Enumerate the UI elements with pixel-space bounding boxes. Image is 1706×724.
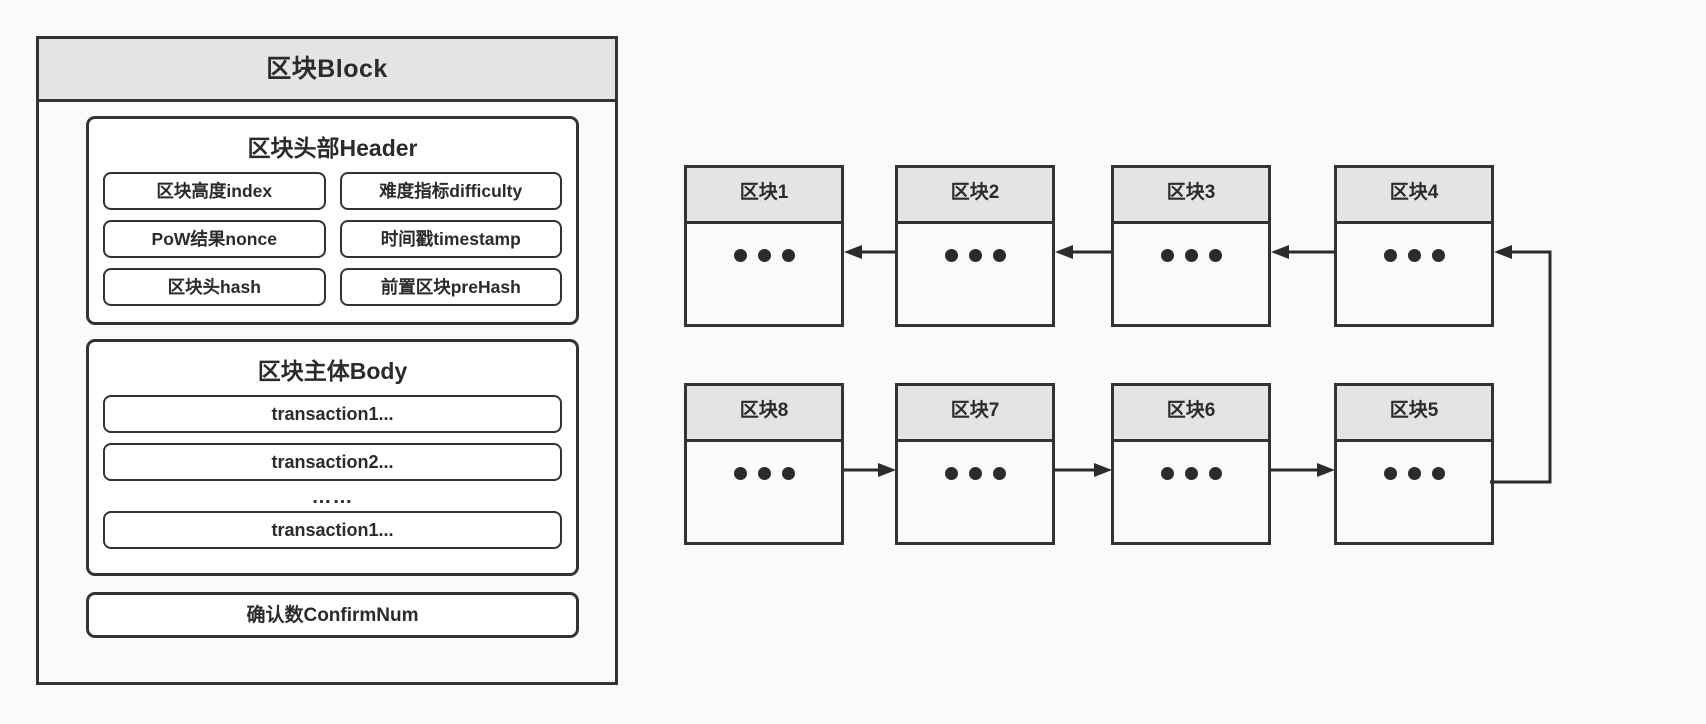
chain-block-8: 区块8 [684, 383, 844, 545]
block-header-group: 区块头部Header 区块高度index 难度指标difficulty PoW结… [86, 116, 579, 325]
chain-block-6-body [1114, 442, 1268, 545]
chain-block-4-body [1337, 224, 1491, 327]
chain-block-2-label: 区块2 [898, 168, 1052, 224]
field-index: 区块高度index [103, 172, 326, 210]
chain-block-3-label: 区块3 [1114, 168, 1268, 224]
chain-block-3-body [1114, 224, 1268, 327]
blockchain-chain-panel: 区块1 区块2 区块3 区块4 区块8 [680, 130, 1690, 550]
chain-block-6-label: 区块6 [1114, 386, 1268, 442]
header-field-row: 区块高度index 难度指标difficulty [103, 172, 562, 210]
chain-block-1-label: 区块1 [687, 168, 841, 224]
ellipsis-dots-icon [733, 249, 795, 262]
chain-arrow-4-to-3 [1271, 242, 1335, 264]
ellipsis-dots-icon [944, 467, 1006, 480]
block-panel-title: 区块Block [39, 39, 615, 102]
ellipsis-dots-icon [944, 249, 1006, 262]
chain-wrap-connector-5-to-4 [1490, 230, 1610, 505]
chain-block-2-body [898, 224, 1052, 327]
confirm-num-box: 确认数ConfirmNum [86, 592, 579, 638]
chain-arrow-3-to-2 [1055, 242, 1112, 264]
chain-block-7-body [898, 442, 1052, 545]
chain-block-2: 区块2 [895, 165, 1055, 327]
header-field-row: PoW结果nonce 时间戳timestamp [103, 220, 562, 258]
ellipsis-dots-icon [1160, 467, 1222, 480]
block-body-title: 区块主体Body [257, 358, 408, 384]
transaction-item: transaction2... [103, 443, 562, 481]
chain-block-4-label: 区块4 [1337, 168, 1491, 224]
block-structure-panel: 区块Block 区块头部Header 区块高度index 难度指标difficu… [36, 36, 618, 685]
chain-arrow-7-to-6 [1055, 460, 1112, 482]
block-header-title: 区块头部Header [247, 135, 418, 161]
transaction-item-last: transaction1... [103, 511, 562, 549]
block-body-group: 区块主体Body transaction1... transaction2...… [86, 339, 579, 576]
chain-block-1-body [687, 224, 841, 327]
field-timestamp: 时间戳timestamp [339, 220, 562, 258]
field-difficulty: 难度指标difficulty [339, 172, 562, 210]
chain-block-1: 区块1 [684, 165, 844, 327]
field-prehash: 前置区块preHash [339, 268, 562, 306]
ellipsis-dots-icon [1383, 467, 1445, 480]
chain-arrow-8-to-7 [844, 460, 896, 482]
chain-block-4: 区块4 [1334, 165, 1494, 327]
chain-arrow-6-to-5 [1271, 460, 1335, 482]
chain-block-5-label: 区块5 [1337, 386, 1491, 442]
ellipsis-dots-icon [1160, 249, 1222, 262]
chain-block-6: 区块6 [1111, 383, 1271, 545]
chain-arrow-2-to-1 [844, 242, 896, 264]
transaction-item: transaction1... [103, 395, 562, 433]
header-field-row: 区块头hash 前置区块preHash [103, 268, 562, 306]
chain-block-7-label: 区块7 [898, 386, 1052, 442]
chain-block-5: 区块5 [1334, 383, 1494, 545]
transactions-ellipsis: …… [311, 486, 354, 508]
chain-block-7: 区块7 [895, 383, 1055, 545]
chain-block-3: 区块3 [1111, 165, 1271, 327]
field-hash: 区块头hash [103, 268, 326, 306]
ellipsis-dots-icon [733, 467, 795, 480]
chain-block-8-body [687, 442, 841, 545]
chain-block-8-label: 区块8 [687, 386, 841, 442]
ellipsis-dots-icon [1383, 249, 1445, 262]
field-nonce: PoW结果nonce [103, 220, 326, 258]
chain-block-5-body [1337, 442, 1491, 545]
